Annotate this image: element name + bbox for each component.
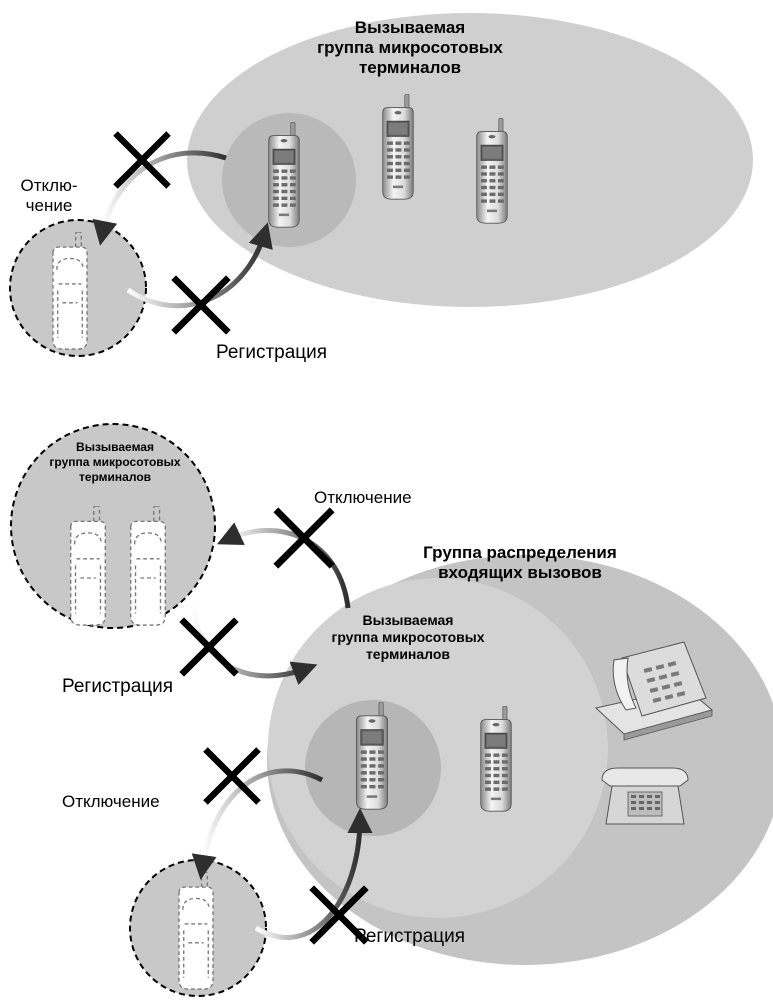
called-group-label: Вызываемая группа микросотовых терминало… — [318, 612, 498, 663]
called-group-label-line: Вызываемая — [362, 612, 454, 628]
bottom-disconnect-top-label: Отключение — [314, 488, 412, 507]
arrow-icon — [254, 808, 373, 940]
dist-group-label: Группа распределения входящих вызовов — [395, 543, 645, 583]
cell-phone-icon — [268, 122, 300, 228]
ghost-phone-icon — [130, 506, 166, 626]
cell-phone-icon — [382, 94, 414, 200]
top-group-label-line: группа микросотовых — [317, 38, 503, 57]
arrow-icon — [216, 522, 351, 609]
top-group-label: Вызываемая группа микросотовых терминало… — [290, 18, 530, 78]
bottom-register-bottom-label: Регистрация — [354, 926, 466, 947]
top-disconnect-line: Отклю- — [20, 176, 78, 195]
top-group-label-line: Вызываемая — [354, 18, 466, 37]
called-group-label-line: терминалов — [365, 646, 451, 662]
cross-mark-icon — [182, 620, 237, 675]
analog-phone-icon — [601, 767, 689, 825]
arrow-icon — [191, 768, 324, 880]
dist-group-label-line: входящих вызовов — [438, 563, 602, 582]
top-register-label: Регистрация — [216, 342, 328, 363]
bottom-register-mid-label: Регистрация — [62, 676, 174, 697]
bottom-disconnect-bottom-label: Отключение — [62, 792, 160, 811]
left-group-label-line: Вызываемая — [76, 440, 154, 454]
cross-mark-icon — [276, 510, 332, 566]
top-disconnect-label: Отклю- чение — [0, 176, 98, 216]
left-group-label-line: группа микросотовых — [49, 455, 181, 469]
ghost-phone-icon — [178, 872, 214, 990]
left-group-label-line: терминалов — [78, 470, 152, 484]
cell-phone-icon — [480, 706, 512, 812]
dist-group-label-line: Группа распределения — [423, 543, 617, 562]
top-disconnect-line: чение — [25, 196, 73, 215]
cell-phone-icon — [476, 118, 508, 224]
ghost-phone-icon — [52, 232, 88, 350]
desk-phone-icon — [594, 641, 714, 741]
ghost-phone-icon — [70, 506, 106, 626]
called-group-label-line: группа микросотовых — [331, 629, 485, 645]
cell-phone-icon — [355, 702, 389, 810]
top-group-label-line: терминалов — [358, 58, 462, 77]
left-group-label: Вызываемая группа микросотовых терминало… — [40, 440, 190, 485]
